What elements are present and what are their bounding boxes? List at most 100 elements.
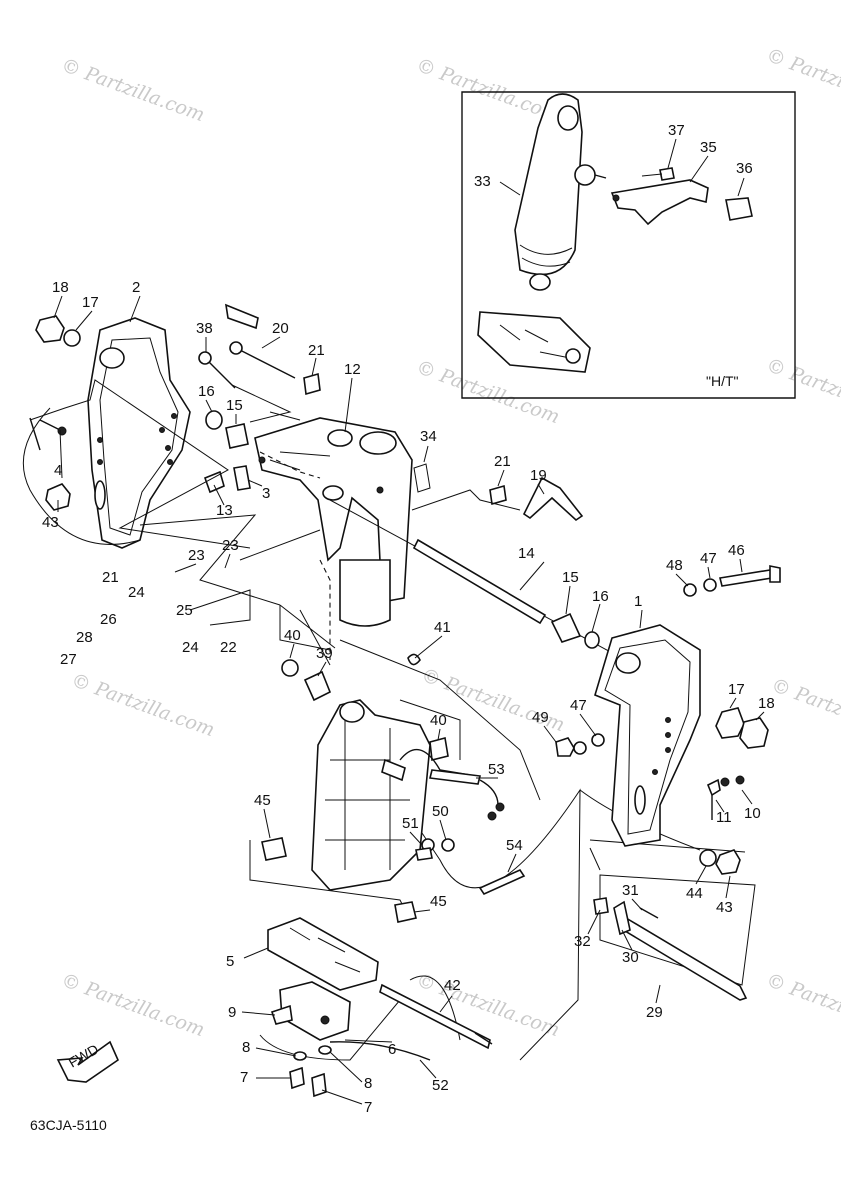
callout: 39 — [316, 645, 333, 662]
callout: 2 — [132, 279, 140, 296]
inset-border — [461, 91, 796, 399]
callout: 53 — [488, 761, 505, 778]
fwd-arrow: FWD — [56, 1040, 120, 1083]
washer-16b — [584, 631, 600, 649]
callout: 5 — [226, 953, 234, 970]
trim-unit-top-eye — [339, 701, 365, 723]
callout: 28 — [76, 629, 93, 646]
trim-unit-body — [311, 699, 431, 891]
watermark: © Partzilla.com — [763, 354, 841, 426]
callout-leaders — [53, 138, 765, 1105]
callout: 29 — [646, 1004, 663, 1021]
callout: 25 — [176, 602, 193, 619]
swivel-bracket — [198, 303, 584, 627]
callout: 50 — [432, 803, 449, 820]
bushing-15 — [225, 423, 249, 449]
rod-29 — [618, 916, 748, 1001]
swivel-pivot-boss — [322, 485, 344, 501]
callout: 44 — [686, 885, 703, 902]
washer-47b — [591, 733, 605, 747]
trim-unit-details — [325, 720, 410, 870]
callout: 54 — [506, 837, 523, 854]
inset-label: "H/T" — [706, 373, 739, 389]
leader-mid — [239, 529, 336, 666]
leader-lever — [411, 489, 521, 511]
grease-32 — [593, 897, 609, 915]
ht-bracket-block — [477, 311, 591, 373]
callout: 12 — [344, 361, 361, 378]
ht-cylinder-eye — [557, 105, 579, 131]
watermark: © Partzilla.com — [68, 669, 217, 741]
ht-knob — [725, 197, 753, 221]
bushing-21 — [303, 372, 321, 396]
harness-53 — [429, 769, 481, 785]
watermark: © Partzilla.com — [763, 969, 841, 1041]
callout: 21 — [102, 569, 119, 586]
leader-40 — [279, 605, 331, 651]
washer-8b — [318, 1045, 332, 1055]
washer-44 — [699, 849, 717, 867]
callout: 52 — [432, 1077, 449, 1094]
callout: 37 — [668, 122, 685, 139]
callout: 17 — [82, 294, 99, 311]
left-bracket-pivot-hole — [99, 347, 125, 369]
callout: 20 — [272, 320, 289, 337]
callout: 34 — [420, 428, 437, 445]
leader-tilt — [231, 384, 301, 423]
mount-5 — [267, 917, 379, 991]
ht-cylinder-bottom-eye — [529, 273, 551, 291]
callout: 8 — [364, 1075, 372, 1092]
leader-left-loop — [22, 407, 141, 545]
watermark: © Partzilla.com — [58, 54, 207, 126]
watermark: © Partzilla.com — [413, 969, 562, 1041]
left-clamp-bracket — [29, 315, 191, 549]
callout: 17 — [728, 681, 745, 698]
callout: 22 — [220, 639, 237, 656]
callout: 23 — [188, 547, 205, 564]
callout: 45 — [254, 792, 271, 809]
callout: 8 — [242, 1039, 250, 1056]
callout: 48 — [666, 557, 683, 574]
watermarks: © Partzilla.com © Partzilla.com © Partzi… — [58, 44, 841, 1041]
callout: 38 — [196, 320, 213, 337]
terminal-11 — [706, 778, 721, 797]
washer-48 — [683, 583, 697, 597]
leader-mid-left — [139, 514, 281, 606]
callout: 43 — [42, 514, 59, 531]
right-clamp-bracket — [555, 565, 781, 875]
callout: 21 — [308, 342, 325, 359]
leader-40b — [399, 699, 461, 760]
ring-40 — [281, 659, 299, 677]
leader-shaft — [339, 639, 541, 801]
nut-50 — [441, 838, 455, 852]
trim-unit-valve — [381, 758, 406, 782]
ht-block-slots — [499, 324, 571, 359]
bushing-15b — [550, 612, 582, 643]
washer-47 — [703, 578, 717, 592]
fwd-arrow-shape — [56, 1040, 120, 1083]
ht-bolt — [659, 167, 675, 181]
right-bracket-inner — [604, 639, 691, 835]
callout: 15 — [226, 397, 243, 414]
ht-valve-pin — [594, 174, 607, 179]
box-29 — [599, 874, 756, 986]
callout: 19 — [530, 467, 547, 484]
callout-numbers: 18 17 2 4 43 38 20 21 16 15 13 3 12 34 2… — [42, 122, 775, 1116]
callout: 7 — [240, 1069, 248, 1086]
tilt-lever-shaft — [235, 347, 296, 379]
callout: 18 — [52, 279, 69, 296]
bolt-7 — [289, 1066, 305, 1090]
nut-43 — [45, 483, 71, 511]
bolt-4-tab — [29, 417, 41, 451]
callout: 36 — [736, 160, 753, 177]
diagram-code: 63CJA-5110 — [30, 1117, 107, 1133]
callout: 24 — [182, 639, 199, 656]
callout: 47 — [570, 697, 587, 714]
bushing-21b — [489, 484, 507, 506]
pin-38 — [204, 357, 236, 389]
ht-lever-pivot — [612, 194, 620, 202]
leader-left — [29, 379, 251, 549]
callout: 49 — [532, 709, 549, 726]
callout: 47 — [700, 550, 717, 567]
